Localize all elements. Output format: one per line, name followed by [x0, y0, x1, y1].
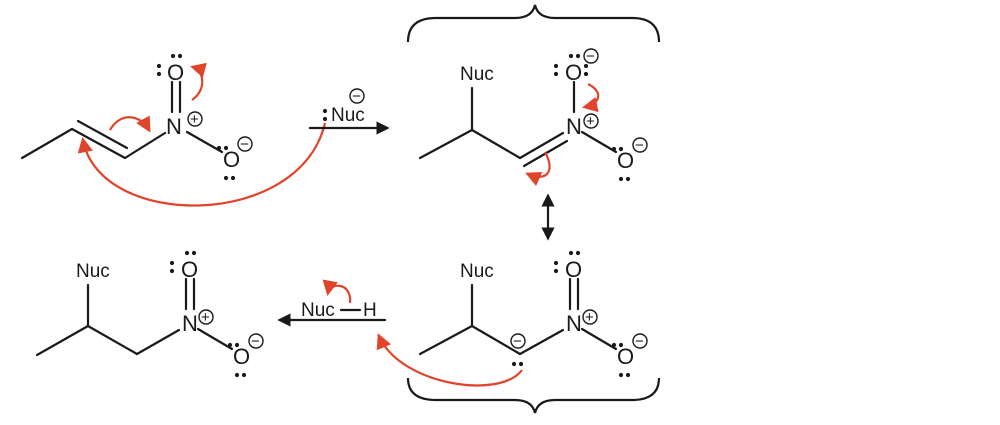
plus-charge-r1: +: [586, 113, 595, 130]
lone-pairs-o-right-r1: [611, 146, 631, 182]
arrow-n-o-to-oxygen: [190, 62, 207, 101]
plus-charge-ring-r2: [582, 309, 598, 325]
proton-source: Nuc H: [301, 279, 377, 321]
plus-charge-r2: +: [585, 309, 594, 326]
minus-charge-r1-right: −: [635, 137, 644, 154]
minus-charge-r2: −: [635, 333, 644, 350]
nitroalkane-product: Nuc N + O O −: [35, 250, 264, 378]
lone-pairs-o-right: [216, 145, 236, 181]
minus-charge-product: −: [251, 333, 260, 350]
arrow-nuc-attack: [77, 122, 327, 207]
resonance-bracket-top: [406, 4, 661, 43]
bond-c-c: [470, 128, 522, 160]
lone-pairs-o-top-product: [169, 250, 197, 274]
bond-me-c: [418, 128, 474, 160]
bond-c2-c3-pi: [76, 119, 129, 150]
plus-charge-ring-r1: [583, 113, 599, 129]
bond-n-o-right-product: [196, 327, 234, 351]
bond-c-n-product: [135, 328, 181, 356]
plus-charge: +: [190, 111, 199, 128]
lone-pairs-o-top: [156, 53, 183, 77]
bond-c-c-product: [86, 324, 139, 356]
minus-charge-ring-r2: [632, 333, 648, 349]
minus-charge-ring-r1-top: [583, 48, 599, 64]
nitrogen-atom-r2: N: [566, 311, 582, 336]
resonance-structure-two: Nuc − N + O O −: [376, 250, 648, 387]
oxygen-top-product: O: [181, 257, 198, 282]
nuc-label-top: Nuc: [460, 64, 494, 85]
arrow-carbanion-to-h: [376, 333, 523, 387]
nucleophile-reagent: Nuc −: [322, 88, 365, 126]
lone-pairs-o-right-product: [227, 342, 247, 378]
bond-me-c-r2: [418, 324, 474, 356]
minus-charge-r1-top: −: [586, 48, 595, 65]
nuc-label-bottom: Nuc: [460, 261, 494, 282]
oxygen-atom-right: O: [223, 147, 240, 172]
hydrogen-atom: H: [363, 300, 377, 321]
nitrogen-atom-r1: N: [566, 114, 582, 139]
bond-n-o-right: [580, 130, 618, 154]
nucleophile-charge: −: [352, 88, 361, 105]
bond-c-c-r2: [470, 324, 522, 356]
oxygen-top-r1: O: [565, 60, 582, 85]
bond-c-n-double-a: [518, 131, 565, 160]
bond-me-c-product: [35, 324, 90, 357]
arrow-pi-to-carbon: [525, 151, 551, 187]
nitrogen-atom: N: [166, 114, 182, 139]
bond-c-n-r2: [518, 328, 565, 356]
carbanion-charge-ring: [510, 333, 526, 349]
minus-charge-ring-r1-right: [632, 137, 648, 153]
nitroalkene-molecule: N + O O −: [20, 53, 327, 207]
oxygen-right-product: O: [233, 344, 250, 369]
bond-c1-c2: [20, 127, 74, 160]
resonance-structure-one: Nuc N + O − O −: [418, 48, 648, 187]
oxygen-top-r2: O: [565, 257, 582, 282]
carbanion-charge: −: [513, 333, 522, 350]
lone-pairs-o-top-r2: [553, 250, 581, 274]
lone-pairs-o-right-r2: [611, 342, 631, 378]
nitrogen-atom-product: N: [182, 311, 198, 336]
oxygen-right-r2: O: [617, 344, 634, 369]
plus-charge-ring-product: [198, 309, 214, 325]
bond-n-o-right-r2: [580, 327, 618, 351]
plus-charge-product: +: [201, 309, 210, 326]
minus-charge: −: [240, 136, 249, 153]
bond-c3-n: [123, 131, 167, 160]
nuc-label-product: Nuc: [76, 261, 110, 282]
arrow-o-to-n: [581, 83, 600, 113]
plus-charge-ring: [187, 111, 203, 127]
carbanion-lone-pair: [511, 361, 524, 367]
minus-charge-ring-product: [248, 333, 264, 349]
bond-c2-c3: [70, 127, 127, 160]
oxygen-right-r1: O: [617, 148, 634, 173]
arrow-pi-to-n-o: [109, 115, 151, 133]
minus-charge-ring: [237, 136, 253, 152]
oxygen-atom-top: O: [167, 60, 184, 85]
arrow-bond-to-nuc: [322, 279, 352, 304]
bond-n-o-single: [185, 130, 224, 154]
nucleophile-charge-ring: [349, 88, 365, 104]
resonance-bracket-bottom: [406, 377, 661, 414]
lone-pairs-o-top-r1: [553, 53, 589, 77]
nucleophile-label: Nuc: [331, 105, 365, 126]
proton-source-nuc: Nuc: [301, 300, 335, 321]
